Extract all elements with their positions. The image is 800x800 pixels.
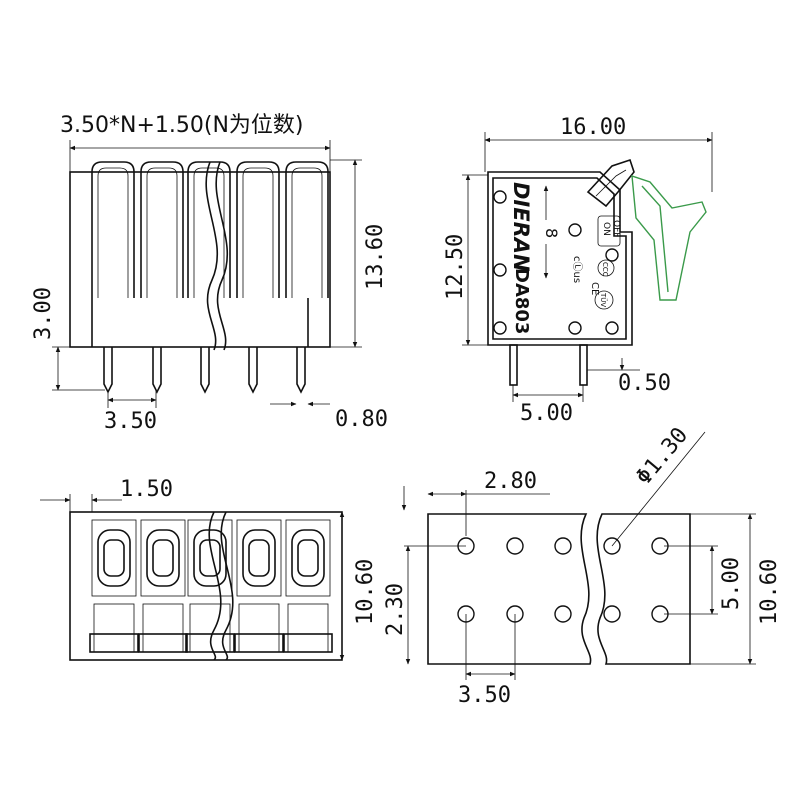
front-slot [285,161,329,298]
break-line [220,511,234,661]
pcb-hole-bottom-row [554,605,572,623]
lever-tab [185,633,235,653]
break-line [205,161,218,351]
switch-off-label: OFF [611,220,621,237]
top-cells [89,519,333,653]
pcb-holes [457,537,669,623]
front-slot-inner [193,167,225,298]
wire-entry-outer [146,529,180,587]
on-off-box [597,215,621,247]
pitch-label: 3.50 [104,409,157,434]
pcb-hole-bottom-row [603,605,621,623]
side-boss [493,321,507,335]
front-slots [91,161,329,298]
lever-open [631,174,707,301]
lever-closed-detail [595,169,627,197]
front-pins [103,347,306,394]
top-depth-label: 10.60 [353,559,378,625]
side-width-label: 16.00 [560,115,626,140]
hole-dia-leader [611,431,706,547]
ccc-mark-icon [597,259,615,277]
edge-offset-label: 2.80 [484,469,537,494]
side-boss [605,321,619,335]
front-body [69,171,331,348]
wire-entry-outer [242,529,276,587]
pcb-left-part [427,513,592,665]
wire-entry-outer [97,529,131,587]
front-width-formula: 3.50*N+1.50(N为位数) [60,113,303,138]
pcb-depth-label: 10.60 [757,559,782,625]
wire-entry-outer [291,529,325,587]
ccc-mark: CCC [601,262,609,277]
side-boss [493,190,507,204]
top-cell [91,519,137,597]
pcb-hole-top-row [506,537,524,555]
front-pin [248,347,258,394]
front-slot-inner [146,167,178,298]
row-offset-label: 2.30 [383,583,408,636]
front-pin [152,347,162,394]
side-view: 16.00 12.50 DIERAN DA803 8 ON OFF [443,115,713,426]
tuv-mark-icon [594,290,614,310]
top-cell [236,519,282,597]
pin-length-label: 3.00 [31,287,56,340]
side-pin-left [509,344,518,386]
lever-open-detail [641,185,669,293]
side-boss [493,263,507,277]
break-line [208,511,222,661]
front-slot [236,161,280,298]
pcb-hole-top-row [554,537,572,555]
top-cell [140,519,186,597]
side-boss [568,223,582,237]
model-number: DA803 [511,268,532,334]
pcb-pitch-label: 3.50 [458,683,511,708]
side-pin-right [579,344,588,386]
pin-thickness-label: 0.50 [618,371,671,396]
front-pin [103,347,113,394]
switch-on-label: ON [601,222,611,236]
ul-mark: cⓁus [571,256,583,283]
lever-closed [586,158,635,208]
front-pin [296,347,306,394]
lever-tab [283,633,333,653]
top-cell [285,519,331,597]
wire-entry-inner [152,539,174,577]
ce-mark: CE [589,282,600,295]
lever-tab [138,633,188,653]
lever-tab [89,633,139,653]
front-slot-inner [291,167,323,298]
wire-entry-inner [103,539,125,577]
lever-tab [234,633,284,653]
pin-spacing-label: 5.00 [520,401,573,426]
pcb-layout: 2.80 Φ1.30 2.30 5.00 10.60 3.50 [383,423,782,708]
wire-entry-inner [248,539,270,577]
top-offset-label: 1.50 [120,477,173,502]
brand-logo: DIERAN [509,182,533,272]
front-slot [91,161,135,298]
front-slot-inner [97,167,129,298]
front-slot-inner [242,167,274,298]
front-height-label: 13.60 [363,224,388,290]
pcb-right-part [596,513,691,665]
side-boss [605,248,619,262]
wire-entry-inner [297,539,319,577]
top-view: 1.50 10.60 [40,477,378,661]
pin-width-label: 0.80 [335,407,388,432]
top-cell [187,519,233,597]
side-height-label: 12.50 [443,234,468,300]
row-spacing-label: 5.00 [719,557,744,610]
break-line [215,161,228,351]
front-view: 3.50*N+1.50(N为位数) 13.60 3.00 3.50 0.80 [31,113,388,434]
front-slot [140,161,184,298]
side-boss [568,321,582,335]
mark-number: 8 [542,228,561,238]
hole-diameter-label: Φ1.30 [631,423,693,490]
tuv-mark: TÜV [599,292,608,307]
front-slot [187,161,231,298]
front-pin [200,347,210,394]
